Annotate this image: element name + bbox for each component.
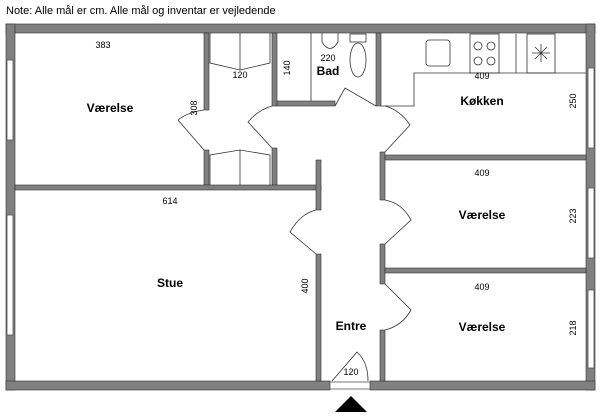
interior-walls [14, 32, 587, 382]
bedroom1-depth: 308 [189, 100, 199, 115]
entry-door-width: 120 [343, 367, 358, 377]
bedroom3-label: Værelse [459, 320, 506, 334]
doors [177, 87, 412, 382]
entry-door-threshold [329, 381, 371, 390]
door-bathroom [334, 87, 377, 107]
closet-width: 120 [232, 70, 247, 80]
kitchen-depth: 250 [568, 93, 578, 108]
bathroom-fixtures [310, 33, 367, 101]
bedroom3-depth: 218 [568, 320, 578, 335]
bathroom-label: Bad [317, 64, 340, 78]
door-bedroom3 [384, 283, 412, 331]
entry-label: Entre [336, 319, 367, 333]
living-depth: 400 [300, 278, 310, 293]
toilet-icon [349, 42, 367, 78]
bathroom-depth: 140 [282, 60, 292, 75]
living-width: 614 [162, 196, 177, 206]
door-bedroom1 [177, 109, 205, 151]
windows [6, 59, 595, 390]
living-label: Stue [157, 276, 183, 290]
fridge-icon [526, 33, 556, 74]
bedroom2-width: 409 [474, 168, 489, 178]
door-bedroom2 [384, 199, 412, 245]
entrance-arrow-icon [335, 396, 367, 412]
door-kitchen [384, 105, 411, 153]
bathroom-width: 220 [320, 53, 335, 63]
kitchen-fixtures [381, 33, 586, 107]
plan-note: Note: Alle mål er cm. Alle mål og invent… [6, 5, 276, 17]
bedroom2-label: Værelse [459, 208, 506, 222]
bedroom1-width: 383 [95, 40, 110, 50]
closet-fixtures [209, 33, 271, 185]
bedroom1-label: Værelse [87, 101, 134, 115]
door-entry [331, 351, 369, 382]
bedroom3-width: 409 [474, 282, 489, 292]
kitchen-width: 409 [474, 71, 489, 81]
door-living [289, 209, 317, 255]
bedroom2-depth: 223 [568, 208, 578, 223]
kitchen-sink-icon [425, 39, 451, 67]
outer-walls [5, 23, 596, 391]
stove-icon [469, 33, 500, 74]
door-hall [247, 105, 273, 149]
washbasin-icon [321, 33, 339, 49]
kitchen-label: Køkken [460, 94, 503, 108]
